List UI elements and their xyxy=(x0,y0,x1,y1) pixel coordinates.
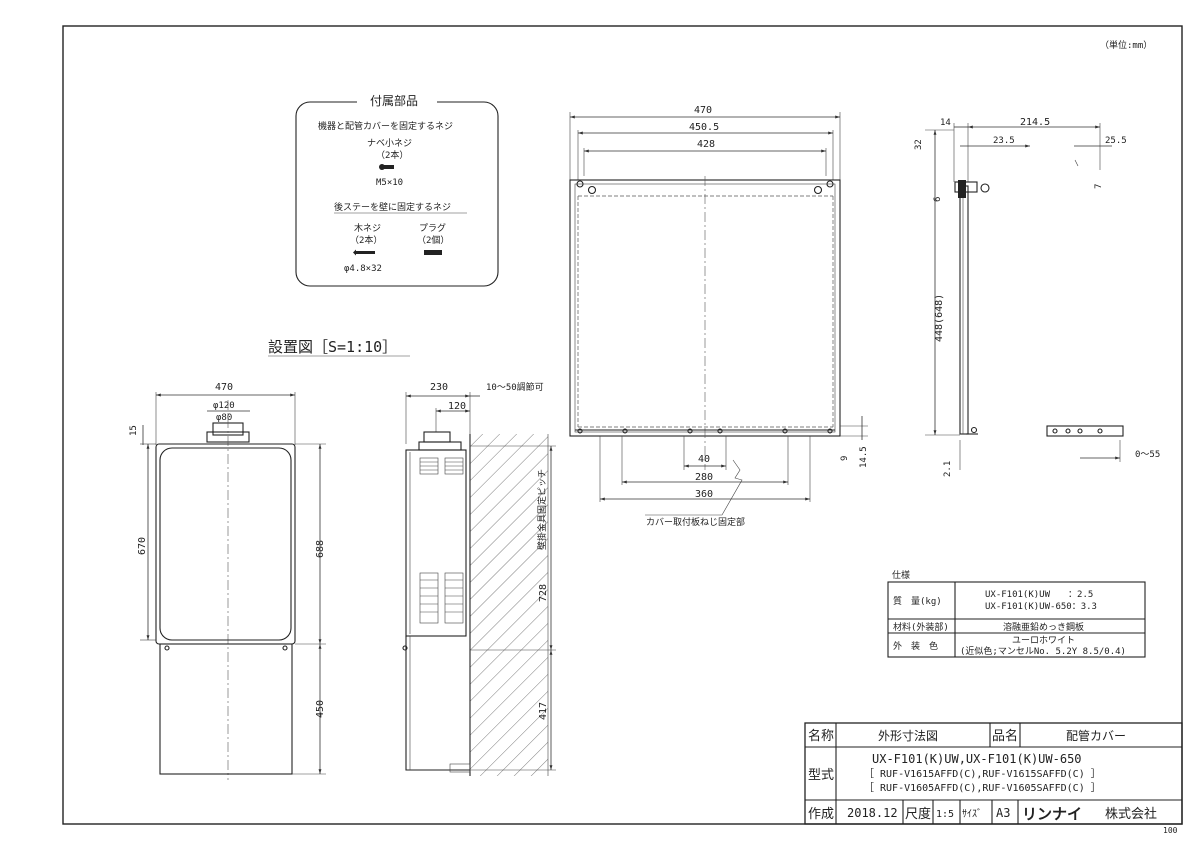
unit-note: （単位:mm） xyxy=(1100,39,1152,51)
side-lower-label: 417 xyxy=(538,702,549,720)
accessories-box: 付属部品 機器と配管カバーを固定するネジ ナベ小ネジ （2本） M5×10 後ス… xyxy=(295,93,499,287)
screw-name: ナベ小ネジ xyxy=(367,138,412,149)
spec-mass-line2: UX-F101(K)UW-650：3.3 xyxy=(985,602,1097,612)
front-top-gap-label: 15 xyxy=(129,425,139,436)
front-view: 470 φ120 φ80 15 670 688 450 xyxy=(129,382,326,780)
side-height-label: 448(648) xyxy=(934,294,945,342)
cover-d9-label: 9 xyxy=(840,456,850,461)
screw-qty: （2本） xyxy=(376,149,408,161)
tb-scale-label: 尺度 xyxy=(905,806,931,822)
cover-d360-label: 360 xyxy=(695,489,713,500)
tb-model-label: 型式 xyxy=(808,768,834,783)
side-d23-label: 23.5 xyxy=(993,136,1015,146)
sheet-border xyxy=(62,25,1183,825)
cover-d40-label: 40 xyxy=(698,454,710,465)
spec-table: 仕様 質 量(kg) UX-F101(K)UW ：2.5 UX-F101(K)U… xyxy=(887,569,1146,658)
cover-w428-label: 428 xyxy=(697,139,715,150)
cover-side-view: 14 214.5 23.5 25.5 32 6 7 448(648) 2.1 0… xyxy=(914,117,1160,477)
side-pitch-text: 壁掛金具固定ピッチ xyxy=(536,469,548,550)
wood-screw-name: 木ネジ xyxy=(354,222,381,234)
front-dia80-label: φ80 xyxy=(216,413,232,423)
tb-model-line2: ［ RUF-V1615AFFD(C),RUF-V1615SAFFD(C) ］ xyxy=(864,768,1101,780)
spec-title: 仕様 xyxy=(892,569,910,581)
spec-color-label: 外 装 色 xyxy=(893,640,938,652)
side-d14-label: 14 xyxy=(940,118,951,128)
install-title: 設置図［S=1:10］ xyxy=(268,338,397,356)
accessories-title: 付属部品 xyxy=(370,93,418,108)
tb-made-label: 作成 xyxy=(808,807,834,822)
plug-qty: （2個） xyxy=(417,234,449,246)
cover-fix-note: カバー取付板ねじ固定部 xyxy=(646,516,745,528)
plug-name: プラグ xyxy=(419,222,446,234)
wood-screw-icon xyxy=(353,249,375,256)
tb-size-value: A3 xyxy=(996,806,1010,820)
cover-w470-label: 470 xyxy=(694,105,712,116)
tb-scale-value: 1:5 xyxy=(936,809,954,820)
front-lower450-label: 450 xyxy=(315,700,326,718)
plug-icon xyxy=(424,250,442,255)
side-offset-label: 120 xyxy=(448,401,466,412)
spec-mass-line1: UX-F101(K)UW ：2.5 xyxy=(985,590,1093,600)
tb-model-line1: UX-F101(K)UW,UX-F101(K)UW-650 xyxy=(872,752,1082,766)
side-d7-label: 7 xyxy=(1094,184,1104,189)
side-range-label: 0～55 xyxy=(1135,450,1160,460)
tb-brand-logo: リンナイ xyxy=(1022,805,1082,823)
tb-made-value: 2018.12 xyxy=(847,806,898,820)
side-view: 230 120 10～50調節可 728 壁掛 xyxy=(402,381,556,776)
cover-d14-5-label: 14.5 xyxy=(859,446,869,468)
screw-size: M5×10 xyxy=(376,178,403,188)
side-depth-label: 230 xyxy=(430,382,448,393)
tb-item-value: 配管カバー xyxy=(1066,728,1126,743)
spec-color-line1: ユーロホワイト xyxy=(1012,635,1075,646)
vent-louvers xyxy=(419,457,464,624)
side-d214-label: 214.5 xyxy=(1020,117,1050,128)
side-d25-label: 25.5 xyxy=(1105,136,1127,146)
side-d6-label: 6 xyxy=(933,197,943,202)
front-height670-label: 670 xyxy=(137,537,148,555)
tb-name-value: 外形寸法図 xyxy=(878,729,938,743)
tb-item-label: 品名 xyxy=(992,728,1018,744)
spec-material-value: 溶融亜鉛めっき鋼板 xyxy=(1003,621,1084,633)
cover-d280-label: 280 xyxy=(695,472,713,483)
screw-icon xyxy=(379,164,394,170)
tb-name-label: 名称 xyxy=(808,728,834,744)
wood-screw-qty: （2本） xyxy=(350,234,382,246)
tb-model-line3: ［ RUF-V1605AFFD(C),RUF-V1605SAFFD(C) ］ xyxy=(864,782,1101,794)
front-height688-label: 688 xyxy=(315,540,326,558)
wood-screw-size: φ4.8×32 xyxy=(344,264,382,274)
front-dia120-label: φ120 xyxy=(213,401,235,411)
spec-material-label: 材料(外装部) xyxy=(893,621,949,633)
stay-section-title: 後ステーを壁に固定するネジ xyxy=(334,201,451,213)
sheet-code: 100 xyxy=(1163,826,1178,835)
wall-hatch xyxy=(470,434,548,776)
side-adjust-label: 10～50調節可 xyxy=(486,381,544,393)
screw-section-title: 機器と配管カバーを固定するネジ xyxy=(318,120,453,132)
tb-company: 株式会社 xyxy=(1105,806,1157,822)
cover-w450-label: 450.5 xyxy=(689,122,719,133)
side-d32-label: 32 xyxy=(914,139,924,150)
cover-front-view: 470 450.5 428 40 280 xyxy=(569,105,869,528)
title-block: 名称 外形寸法図 品名 配管カバー 型式 UX-F101(K)UW,UX-F10… xyxy=(804,722,1183,825)
spec-mass-label: 質 量(kg) xyxy=(893,595,942,607)
tb-size-label: ｻｲｽﾞ xyxy=(962,808,982,820)
front-width-label: 470 xyxy=(215,382,233,393)
side-pitch-label: 728 xyxy=(538,584,549,602)
spec-color-line2: (近似色;マンセルNo. 5.2Y 8.5/0.4) xyxy=(960,645,1126,657)
side-d2-label: 2.1 xyxy=(943,461,953,477)
